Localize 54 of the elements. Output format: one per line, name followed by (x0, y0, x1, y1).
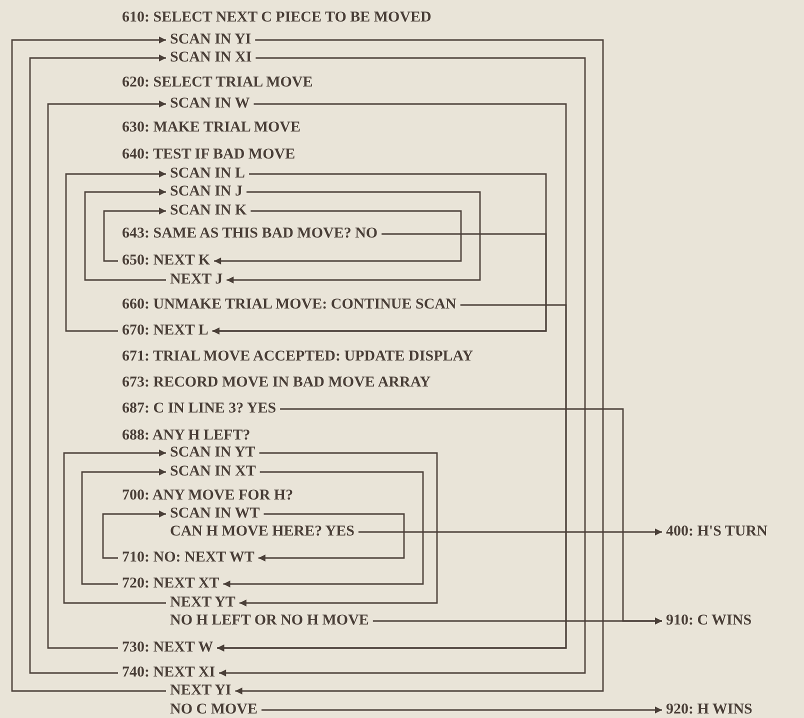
program-step-text: SCAN IN YT (170, 444, 256, 462)
flow-arrow (212, 233, 547, 334)
program-step-text: 640: TEST IF BAD MOVE (122, 146, 296, 164)
program-step-text: CAN H MOVE HERE? YES (170, 524, 354, 540)
flow-arrow (258, 513, 405, 562)
program-step-text: NO C MOVE (170, 702, 258, 718)
flow-arrow (226, 191, 481, 284)
flow-arrow (217, 304, 567, 652)
program-step-text: SCAN IN W (170, 96, 250, 112)
flow-arrow (65, 170, 166, 332)
program-step-text: 630: MAKE TRIAL MOVE (122, 120, 300, 136)
program-step-text: 400: H'S TURN (666, 524, 768, 540)
flow-arrow (29, 54, 166, 674)
program-step-text: 610: SELECT NEXT C PIECE TO BE MOVED (122, 10, 432, 26)
program-step-text: 671: TRIAL MOVE ACCEPTED: UPDATE DISPLAY (122, 348, 474, 366)
program-step-text: 720: NEXT XT (122, 576, 220, 592)
program-step-text: NEXT YI (170, 682, 232, 700)
program-step-text: 910: C WINS (666, 612, 752, 630)
program-step-text: 687: C IN LINE 3? YES (122, 400, 276, 418)
program-step-text: SCAN IN J (170, 184, 243, 200)
flow-arrow (103, 208, 166, 262)
program-step-text: SCAN IN XT (170, 464, 256, 480)
flow-arrow (239, 452, 438, 606)
flow-arrow (84, 188, 166, 281)
program-step-text: 673: RECORD MOVE IN BAD MOVE ARRAY (122, 374, 431, 392)
flow-arrow (47, 100, 166, 649)
flow-arrow (372, 618, 662, 624)
program-step-text: 730: NEXT W (122, 640, 214, 656)
flow-arrow (102, 510, 166, 559)
program-step-text: 740: NEXT XI (122, 664, 216, 682)
program-step-text: SCAN IN L (170, 166, 246, 182)
program-step-text: SCAN IN YI (170, 32, 252, 48)
program-step-text: NO H LEFT OR NO H MOVE (170, 612, 369, 630)
program-step-text: 700: ANY MOVE FOR H? (122, 488, 294, 504)
program-step-text: 920: H WINS (666, 702, 752, 718)
program-step-text: 710: NO: NEXT WT (122, 550, 254, 566)
flow-arrow (81, 468, 166, 585)
flow-arrow (358, 528, 662, 536)
program-step-text: SCAN IN XI (170, 50, 252, 66)
program-step-text: 643: SAME AS THIS BAD MOVE? NO (122, 226, 378, 242)
flow-arrow (214, 210, 462, 264)
program-step-text: NEXT J (170, 272, 223, 288)
program-step-text: 660: UNMAKE TRIAL MOVE: CONTINUE SCAN (122, 296, 456, 314)
program-step-text: 688: ANY H LEFT? (122, 428, 250, 444)
program-step-text: 650: NEXT K (122, 252, 210, 270)
program-step-text: SCAN IN WT (170, 506, 260, 522)
flow-arrow (223, 471, 424, 588)
flow-arrow (262, 706, 662, 714)
flow-arrow (11, 36, 166, 692)
program-step-text: 670: NEXT L (122, 322, 208, 340)
program-step-text: SCAN IN K (170, 202, 247, 220)
flow-arrow (63, 450, 166, 604)
program-step-text: NEXT YT (170, 594, 236, 612)
program-step-text: 620: SELECT TRIAL MOVE (122, 74, 313, 92)
